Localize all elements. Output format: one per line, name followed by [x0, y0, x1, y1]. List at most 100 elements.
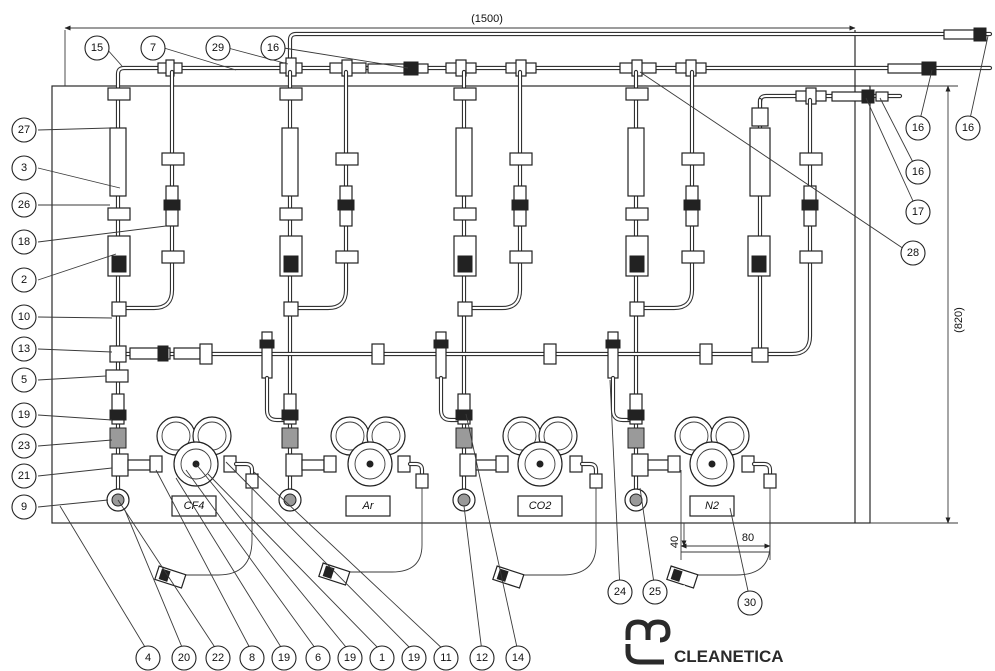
svg-text:17: 17	[912, 206, 924, 218]
callout-27: 27	[11, 117, 37, 143]
callout-16-right-a: 16	[905, 115, 931, 141]
callout-5: 5	[11, 367, 37, 393]
lower-valves	[106, 393, 671, 512]
callout-26: 26	[11, 192, 37, 218]
svg-text:21: 21	[18, 470, 30, 482]
svg-text:4: 4	[145, 652, 151, 664]
svg-text:19: 19	[408, 652, 420, 664]
callout-19-d: 19	[401, 645, 427, 671]
pressure-regulators	[149, 416, 777, 489]
brand: CLEANETICA	[625, 619, 784, 666]
callout-4: 4	[135, 645, 161, 671]
svg-text:15: 15	[91, 42, 103, 54]
regulator-co2	[495, 416, 603, 489]
callout-15: 15	[84, 35, 110, 61]
svg-text:29: 29	[212, 42, 224, 54]
gas-label-co2: CO2	[529, 500, 552, 512]
dimension-offsets: 80 40	[669, 470, 771, 560]
callout-21: 21	[11, 463, 37, 489]
dimension-width: (1500)	[64, 13, 856, 31]
regulator-cf4	[149, 416, 259, 489]
svg-text:23: 23	[18, 440, 30, 452]
callout-3: 3	[11, 155, 37, 181]
svg-text:19: 19	[18, 409, 30, 421]
callout-12: 12	[469, 645, 495, 671]
callout-16-right-b: 16	[955, 115, 981, 141]
svg-text:14: 14	[512, 652, 524, 664]
header-fittings	[157, 57, 827, 105]
svg-text:10: 10	[18, 311, 30, 323]
svg-text:12: 12	[476, 652, 488, 664]
svg-text:25: 25	[649, 586, 661, 598]
callout-18: 18	[11, 229, 37, 255]
svg-text:16: 16	[912, 166, 924, 178]
callout-25: 25	[642, 579, 668, 605]
callout-13: 13	[11, 336, 37, 362]
svg-text:18: 18	[18, 236, 30, 248]
width-dimension-label: (1500)	[471, 13, 503, 25]
svg-text:24: 24	[614, 586, 626, 598]
svg-text:30: 30	[744, 597, 756, 609]
callout-30: 30	[737, 590, 763, 616]
column-components	[107, 87, 823, 317]
height-dimension-label: (820)	[953, 307, 965, 333]
callout-22: 22	[205, 645, 231, 671]
callout-28: 28	[900, 240, 926, 266]
svg-text:16: 16	[912, 122, 924, 134]
svg-text:19: 19	[344, 652, 356, 664]
callout-24: 24	[607, 579, 633, 605]
callout-2: 2	[11, 267, 37, 293]
svg-text:19: 19	[278, 652, 290, 664]
callout-10: 10	[11, 304, 37, 330]
svg-text:28: 28	[907, 247, 919, 259]
cleanetica-logo-icon	[625, 619, 671, 665]
callout-19-c: 19	[337, 645, 363, 671]
callout-16: 16	[260, 35, 286, 61]
leader-lines	[37, 35, 989, 653]
svg-text:6: 6	[315, 652, 321, 664]
callout-19: 19	[11, 402, 37, 428]
svg-text:16: 16	[962, 122, 974, 134]
callout-7: 7	[140, 35, 166, 61]
callout-16-right-c: 16	[905, 159, 931, 185]
svg-text:22: 22	[212, 652, 224, 664]
gas-labels: CF4 Ar CO2 N2	[171, 495, 735, 517]
offset-vertical-label: 40	[669, 536, 681, 548]
callout-14: 14	[505, 645, 531, 671]
svg-text:13: 13	[18, 343, 30, 355]
callouts: 15 7 29 16 27 3 26 18 2 10 13 5 19 23 21…	[11, 35, 981, 671]
callout-23: 23	[11, 433, 37, 459]
callout-11: 11	[433, 645, 459, 671]
svg-text:3: 3	[21, 162, 27, 174]
svg-text:8: 8	[249, 652, 255, 664]
svg-text:2: 2	[21, 274, 27, 286]
regulator-ar	[323, 416, 429, 489]
callout-6: 6	[305, 645, 331, 671]
regulator-n2	[667, 416, 777, 489]
gas-label-n2: N2	[705, 500, 719, 512]
offset-horizontal-label: 80	[742, 532, 754, 544]
svg-text:7: 7	[150, 42, 156, 54]
svg-text:26: 26	[18, 199, 30, 211]
cylinder-hoses	[154, 488, 771, 649]
callout-19-b: 19	[271, 645, 297, 671]
callout-8: 8	[239, 645, 265, 671]
svg-text:5: 5	[21, 374, 27, 386]
manifold-components	[105, 331, 769, 423]
gas-label-cf4: CF4	[184, 500, 205, 512]
callout-9: 9	[11, 494, 37, 520]
gas-label-ar: Ar	[362, 500, 375, 512]
callout-29: 29	[205, 35, 231, 61]
svg-text:16: 16	[267, 42, 279, 54]
svg-text:27: 27	[18, 124, 30, 136]
callout-20: 20	[171, 645, 197, 671]
svg-text:9: 9	[21, 501, 27, 513]
header-pipes	[115, 31, 993, 111]
brand-name: CLEANETICA	[674, 647, 784, 666]
svg-text:1: 1	[379, 652, 385, 664]
callout-17: 17	[905, 199, 931, 225]
svg-text:11: 11	[440, 652, 451, 664]
panel-frame	[51, 30, 958, 524]
svg-text:20: 20	[178, 652, 190, 664]
